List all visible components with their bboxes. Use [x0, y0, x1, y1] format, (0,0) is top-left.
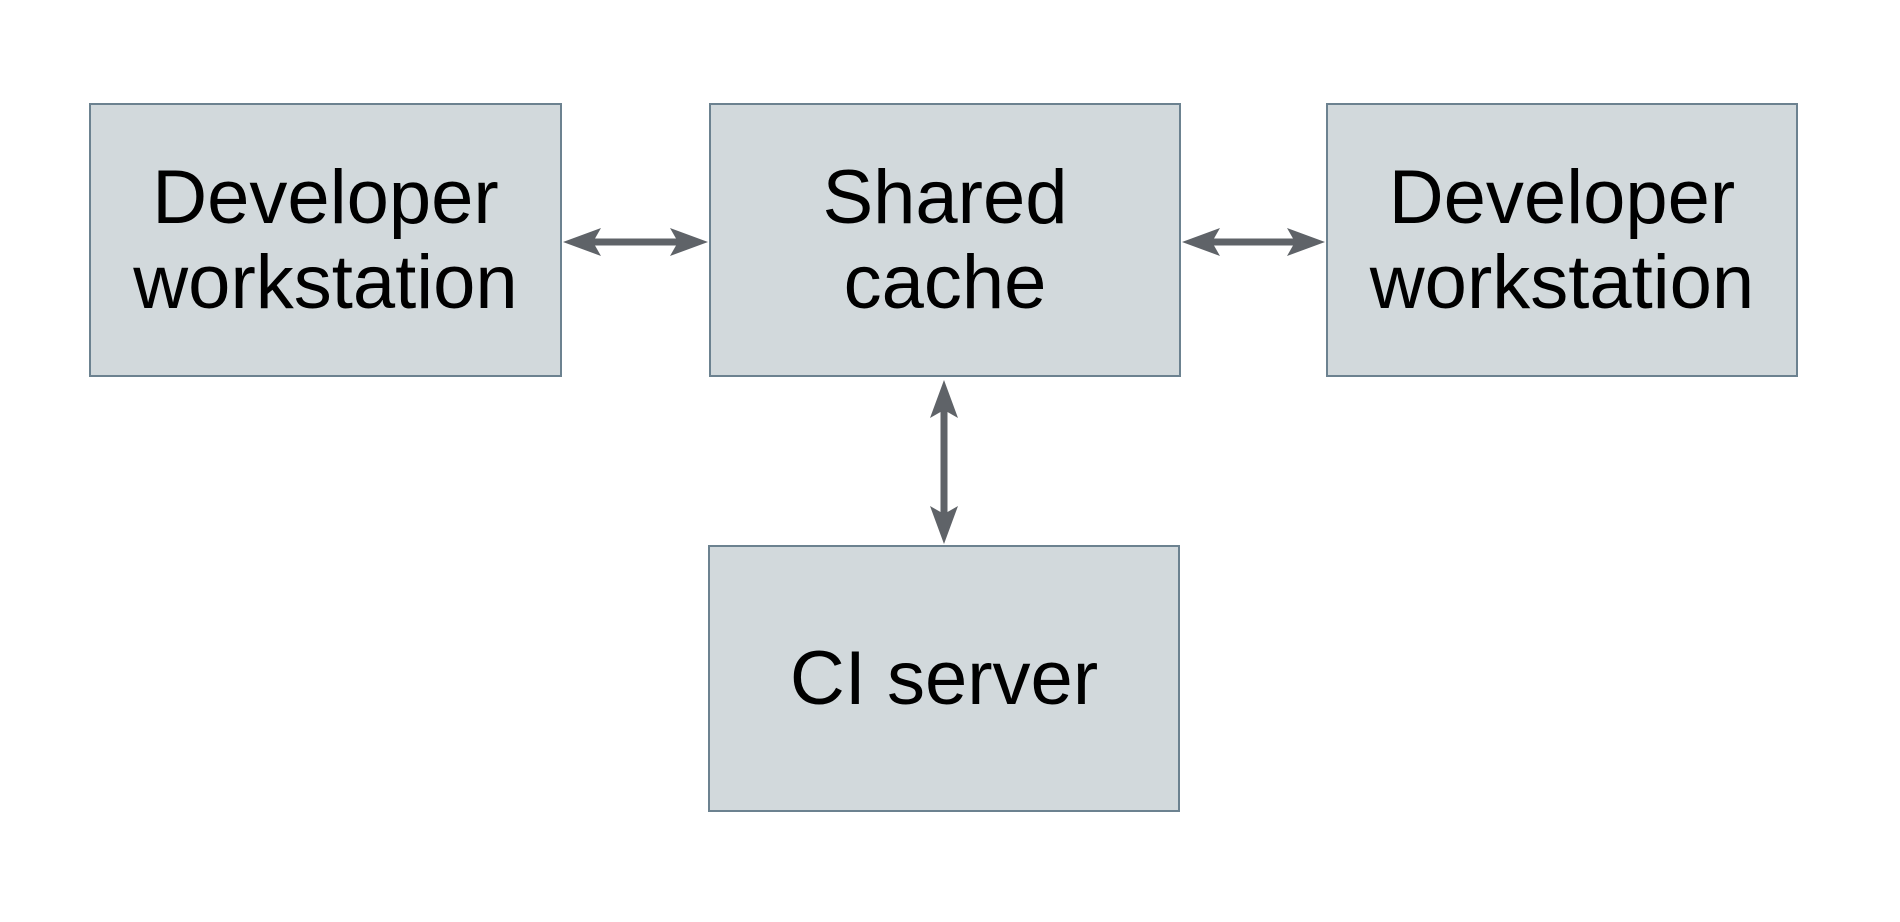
- arrowhead-right: [670, 228, 708, 256]
- arrowhead-top: [930, 380, 958, 418]
- arrow-shaft: [940, 409, 948, 515]
- node-ci-server: CI server: [708, 545, 1180, 812]
- arrowhead-left: [1182, 228, 1220, 256]
- node-label: CI server: [789, 635, 1099, 721]
- arrowhead-right: [1287, 228, 1325, 256]
- node-label: Developer workstation: [133, 154, 518, 325]
- arrowhead-bottom: [930, 506, 958, 544]
- node-developer-workstation-left: Developer workstation: [89, 103, 562, 377]
- bidirectional-arrow-icon-cache-ciserver: [930, 380, 958, 544]
- node-shared-cache: Shared cache: [709, 103, 1181, 377]
- bidirectional-arrow-icon-devleft-cache: [563, 228, 708, 256]
- node-label: Developer workstation: [1369, 154, 1755, 325]
- arrow-shaft: [592, 238, 679, 246]
- node-label: Shared cache: [822, 154, 1068, 325]
- arrow-shaft: [1211, 238, 1296, 246]
- arrowhead-left: [563, 228, 601, 256]
- bidirectional-arrow-icon-cache-devright: [1182, 228, 1325, 256]
- node-developer-workstation-right: Developer workstation: [1326, 103, 1798, 377]
